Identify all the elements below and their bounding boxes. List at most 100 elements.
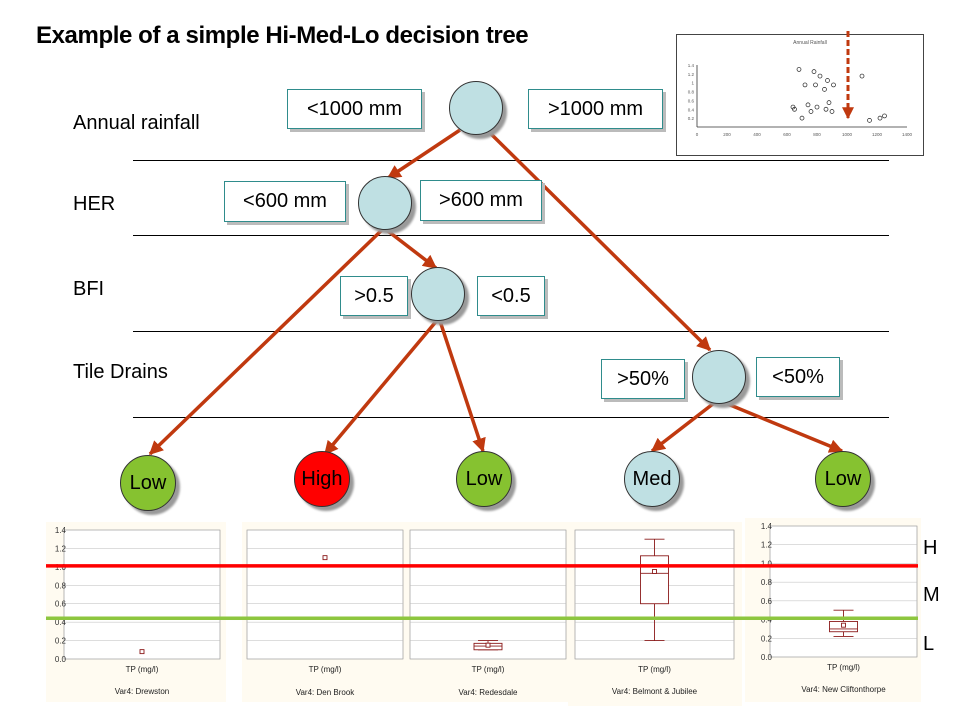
boxplot-x-label: TP (mg/l): [126, 665, 159, 674]
node-her: [358, 176, 412, 230]
condition-bfi-high: >0.5: [340, 276, 408, 316]
scatter-y-tick-label: 1: [691, 81, 694, 86]
scatter-y-tick-label: 0.8: [688, 90, 695, 95]
boxplot-caption: Var4: Belmont & Jubilee: [612, 687, 698, 696]
boxplot-y-tick-label: 0.8: [761, 578, 773, 587]
scatter-x-tick-label: 0: [696, 132, 699, 137]
boxplot-frame: [63, 529, 221, 660]
boxplot-caption: Var4: New Cliftonthorpe: [801, 685, 886, 694]
condition-tile-low: <50%: [756, 357, 840, 397]
condition-rain-high: >1000 mm: [528, 89, 663, 129]
row-label-tile-drains: Tile Drains: [73, 361, 168, 383]
scatter-x-tick-label: 1000: [842, 132, 853, 137]
condition-tile-high: >50%: [601, 359, 685, 399]
boxplot-y-tick-label: 1.0: [761, 559, 773, 568]
scatter-point: [817, 73, 823, 79]
scatter-point: [882, 113, 887, 119]
level-label-medium: M: [923, 584, 940, 606]
leaf-low: Low: [815, 451, 871, 507]
scatter-title: Annual Rainfall: [793, 40, 827, 46]
boxplot-x-label: TP (mg/l): [309, 665, 342, 674]
boxplot-x-label: TP (mg/l): [638, 665, 671, 674]
boxplot-x-label: TP (mg/l): [827, 663, 860, 672]
level-label-low: L: [923, 633, 935, 655]
tree-arrow: [437, 317, 486, 453]
boxplot-frame: [769, 525, 918, 658]
scatter-point: [805, 102, 811, 108]
tree-arrow: [386, 128, 461, 180]
scatter-point: [829, 109, 835, 114]
node-rainfall: [449, 81, 503, 135]
scatter-point: [811, 69, 817, 74]
boxplot-frame: [246, 529, 404, 660]
scatter-x-tick-label: 400: [753, 132, 761, 137]
level-label-high: H: [923, 537, 938, 559]
scatter-point: [831, 82, 836, 88]
divider-line: [133, 417, 889, 418]
leaf-med: Med: [624, 451, 680, 507]
divider-line: [133, 160, 889, 161]
boxplot-box: [640, 555, 669, 605]
tree-arrow: [485, 128, 712, 352]
row-label-bfi: BFI: [73, 278, 105, 300]
scatter-point: [877, 115, 883, 121]
scatter-point: [814, 104, 820, 110]
scatter-x-tick-label: 200: [723, 132, 731, 137]
condition-rain-low: <1000 mm: [287, 89, 422, 129]
tree-arrow: [148, 226, 386, 456]
boxplot-caption: Var4: Redesdale: [459, 688, 519, 697]
node-bfi: [411, 267, 465, 321]
leaf-low: Low: [456, 451, 512, 507]
tree-arrow: [717, 398, 844, 453]
boxplot-mean-marker: [652, 569, 657, 574]
scatter-point: [867, 118, 872, 123]
boxplot-mean-marker: [139, 649, 145, 655]
scatter-y-tick-label: 1.4: [688, 63, 695, 68]
scatter-x-tick-label: 600: [783, 132, 791, 137]
scatter-point: [825, 78, 830, 83]
condition-bfi-low: <0.5: [477, 276, 545, 316]
boxplot-y-tick-label: 0.0: [761, 653, 773, 662]
boxplot-frame: [409, 529, 567, 660]
scatter-point: [823, 106, 829, 112]
node-tile-drains: [692, 350, 746, 404]
condition-her-high: >600 mm: [420, 180, 542, 221]
page-title: Example of a simple Hi-Med-Lo decision t…: [36, 22, 529, 49]
boxplot-mean-marker: [841, 622, 846, 628]
boxplot-x-label: TP (mg/l): [472, 665, 505, 674]
boxplot-y-tick-label: 0.2: [55, 637, 67, 646]
boxplot-y-tick-label: 1.2: [55, 544, 67, 553]
boxplot-y-tick-label: 0.6: [761, 597, 773, 606]
boxplot-caption: Var4: Drewston: [115, 687, 170, 696]
scatter-x-tick-label: 1200: [872, 132, 883, 137]
boxplot-y-tick-label: 0.4: [761, 616, 773, 625]
scatter-point: [799, 115, 805, 121]
scatter-y-tick-label: 0.6: [688, 98, 695, 103]
boxplot-y-tick-label: 1.4: [55, 526, 67, 535]
scatter-point: [808, 109, 814, 114]
scatter-point: [796, 67, 802, 72]
scatter-point: [802, 82, 808, 88]
scatter-x-tick-label: 800: [813, 132, 821, 137]
row-label-rainfall: Annual rainfall: [73, 112, 200, 134]
tree-arrow: [323, 316, 441, 456]
boxplot-y-tick-label: 0.0: [55, 655, 67, 664]
scatter-point: [826, 100, 832, 105]
boxplot-mean-marker: [485, 642, 491, 648]
leaf-high: High: [294, 451, 350, 507]
divider-line: [133, 235, 889, 236]
boxplot-mean-marker: [322, 555, 328, 561]
scatter-y-tick-label: 1.2: [688, 72, 695, 77]
tree-arrow: [650, 398, 720, 453]
scatter-y-tick-label: 0.4: [688, 107, 695, 112]
scatter-point: [822, 87, 827, 92]
tree-arrow: [382, 226, 438, 270]
scatter-y-tick-label: 0.2: [688, 116, 695, 121]
leaf-low: Low: [120, 455, 176, 511]
row-label-her: HER: [73, 193, 116, 215]
boxplot-y-tick-label: 0.4: [55, 618, 67, 627]
boxplot-y-tick-label: 0.6: [55, 600, 67, 609]
divider-line: [133, 331, 889, 332]
scatter-point: [813, 82, 818, 88]
